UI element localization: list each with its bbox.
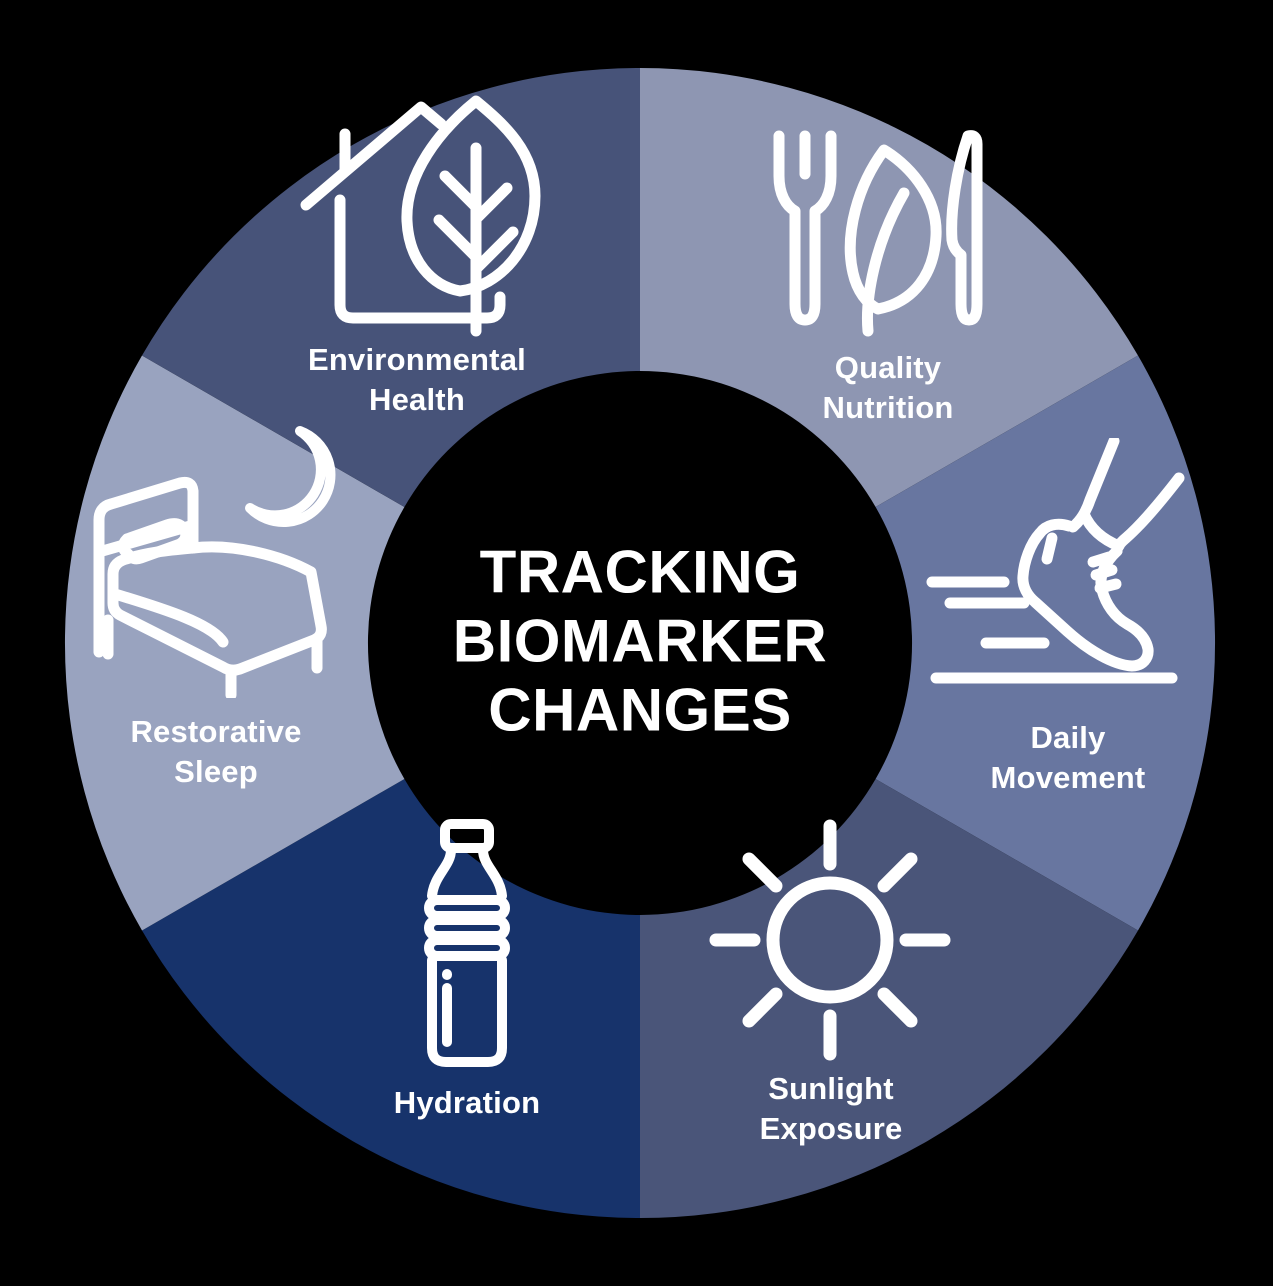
wedge-hydration [142,779,640,1218]
bed-moon-icon [93,426,336,698]
fork-leaf-knife-icon [773,130,983,337]
house-leaf-icon [300,95,541,337]
label-restorative-sleep: Restorative Sleep [130,714,302,789]
label-quality-nutrition: Quality Nutrition [822,350,954,425]
wedge-quality-nutrition [640,68,1138,507]
wedge-environmental-health [142,67,640,507]
label-sunlight-exposure: Sunlight Exposure [759,1071,903,1146]
water-bottle-icon [424,819,510,1067]
sun-icon [709,819,951,1061]
center-title: TRACKING BIOMARKER CHANGES [452,538,828,744]
label-hydration: Hydration [393,1085,541,1120]
label-daily-movement: Daily Movement [990,720,1146,795]
running-shoe-icon [926,438,1185,684]
label-environmental-health: Environmental Health [308,342,526,417]
